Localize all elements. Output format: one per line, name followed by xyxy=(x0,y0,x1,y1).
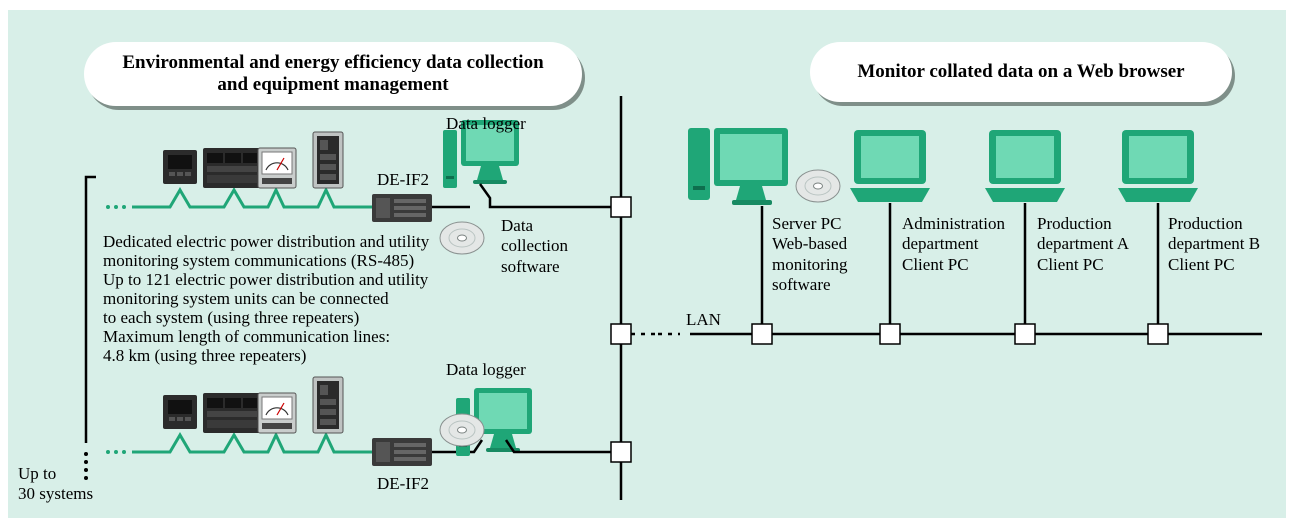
desktop-pc-icon xyxy=(688,128,788,205)
converter-icon xyxy=(372,194,432,222)
converter-icon xyxy=(372,438,432,466)
cd-disc-icon xyxy=(439,413,485,447)
meter-icon xyxy=(312,131,344,189)
left-title-line-2: and equipment management xyxy=(217,74,449,95)
left-title-pill: Environmental and energy efficiency data… xyxy=(84,42,582,106)
lan-label: LAN xyxy=(686,310,721,329)
laptop-icon xyxy=(1118,130,1198,202)
data-collection-software-label: Data collection software xyxy=(501,216,569,276)
server-pc-label: Server PC Web-based monitoring software xyxy=(772,214,848,295)
administration-pc-label: Administration department Client PC xyxy=(902,214,1005,274)
de-if2-label-bottom: DE-IF2 xyxy=(377,474,429,493)
meter-icon xyxy=(312,376,344,434)
production-a-pc-label: Production department A Client PC xyxy=(1037,214,1130,274)
meter-icon xyxy=(163,150,197,184)
systems-bracket xyxy=(84,175,96,443)
meter-icon xyxy=(257,392,297,434)
top-rs485-bus xyxy=(106,186,378,209)
cd-disc-icon xyxy=(439,221,485,255)
right-title: Monitor collated data on a Web browser xyxy=(857,61,1185,83)
meter-icon xyxy=(163,395,197,429)
data-logger-label-bottom: Data logger xyxy=(446,360,526,379)
de-if2-label-top: DE-IF2 xyxy=(377,170,429,189)
junction-boxes xyxy=(610,196,1169,463)
left-title-line-1: Environmental and energy efficiency data… xyxy=(122,52,544,74)
data-logger-label-top: Data logger xyxy=(446,114,526,133)
laptop-icon xyxy=(850,130,930,202)
meter-icon xyxy=(257,147,297,189)
meter-icon xyxy=(203,148,261,188)
meter-icon xyxy=(203,393,261,433)
laptop-icon xyxy=(985,130,1065,202)
bottom-rs485-bus xyxy=(106,431,378,454)
systems-count-label: Up to 30 systems xyxy=(18,464,94,504)
right-title-pill: Monitor collated data on a Web browser xyxy=(810,42,1232,102)
production-b-pc-label: Production department B Client PC xyxy=(1168,214,1261,274)
rs485-notes: Dedicated electric power distribution an… xyxy=(103,232,430,366)
cd-disc-icon xyxy=(795,169,841,203)
